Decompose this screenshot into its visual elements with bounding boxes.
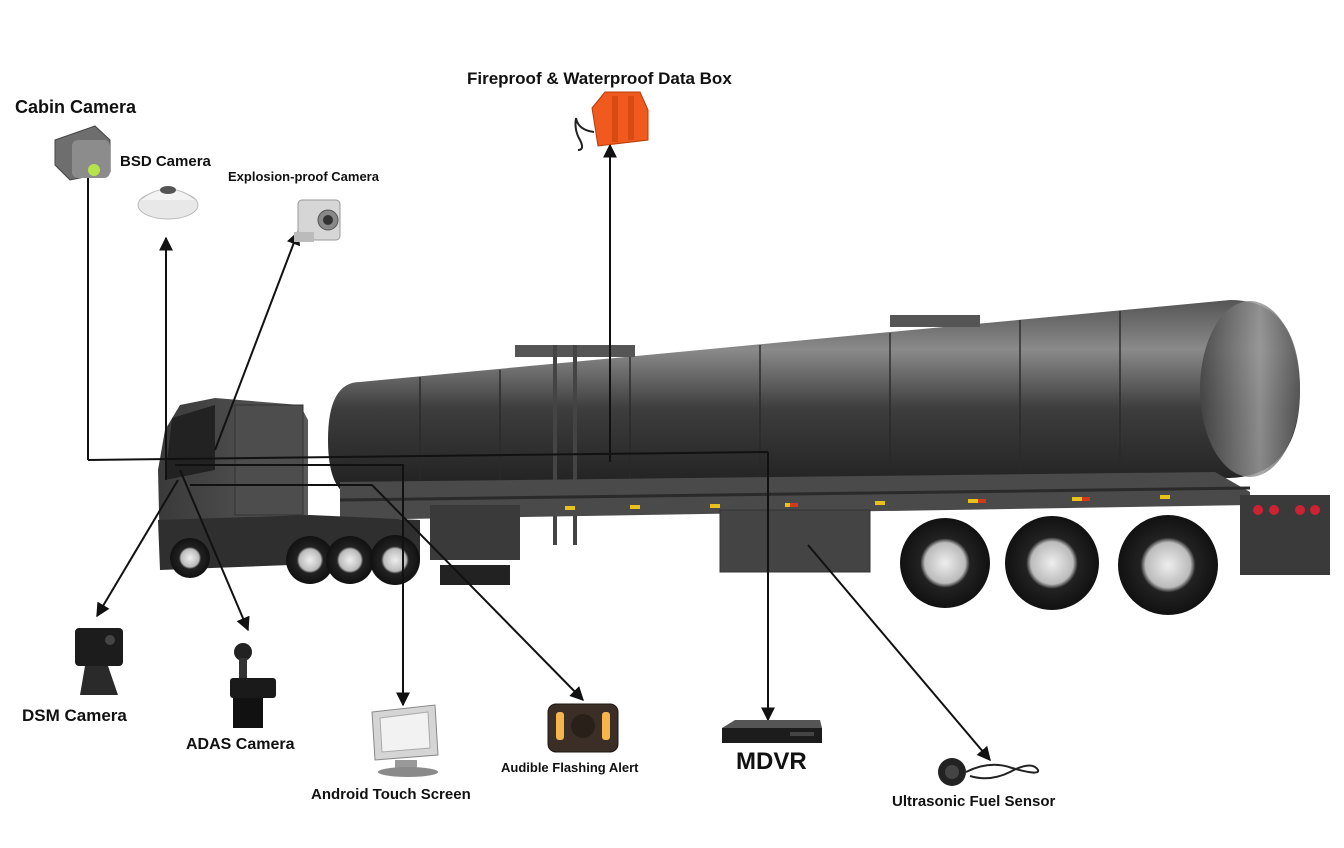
- alert-line: [190, 484, 584, 701]
- android-touch-screen-icon: [371, 704, 439, 777]
- fuel-sensor-line: [807, 544, 991, 762]
- mdvr-label: MDVR: [736, 748, 807, 775]
- trailer-wheels: [900, 515, 1218, 615]
- mdvr-icon: [722, 720, 822, 743]
- android-line: [175, 464, 410, 707]
- dsm-camera-icon: [75, 628, 123, 695]
- adas-line: [179, 469, 250, 632]
- adas-camera-icon: [230, 643, 276, 728]
- cabin-camera-label: Cabin Camera: [15, 97, 137, 117]
- connector-lines: [81, 143, 991, 762]
- ultrasonic-fuel-sensor-label: Ultrasonic Fuel Sensor: [892, 793, 1056, 810]
- cabin-to-mdvr-bus: [87, 451, 769, 461]
- ultrasonic-fuel-sensor-icon: [938, 758, 1040, 786]
- dsm-line: [96, 479, 179, 618]
- truck-cab: [158, 398, 520, 585]
- bsd-camera-icon: [137, 186, 199, 220]
- bsd-camera-label: BSD Camera: [120, 153, 211, 170]
- audible-flashing-alert-label: Audible Flashing Alert: [501, 760, 639, 775]
- android-touch-screen-label: Android Touch Screen: [311, 786, 471, 803]
- explosion-camera-line: [214, 230, 301, 451]
- audible-flashing-alert-icon: [547, 703, 619, 753]
- data-box-label: Fireproof & Waterproof Data Box: [467, 69, 732, 88]
- dsm-camera-label: DSM Camera: [22, 706, 127, 725]
- cabin-camera-icon: [54, 125, 111, 181]
- explosion-proof-camera-label: Explosion-proof Camera: [228, 169, 379, 184]
- adas-camera-label: ADAS Camera: [186, 736, 295, 753]
- data-box-icon: [574, 91, 649, 151]
- explosion-proof-camera-icon: [294, 199, 341, 242]
